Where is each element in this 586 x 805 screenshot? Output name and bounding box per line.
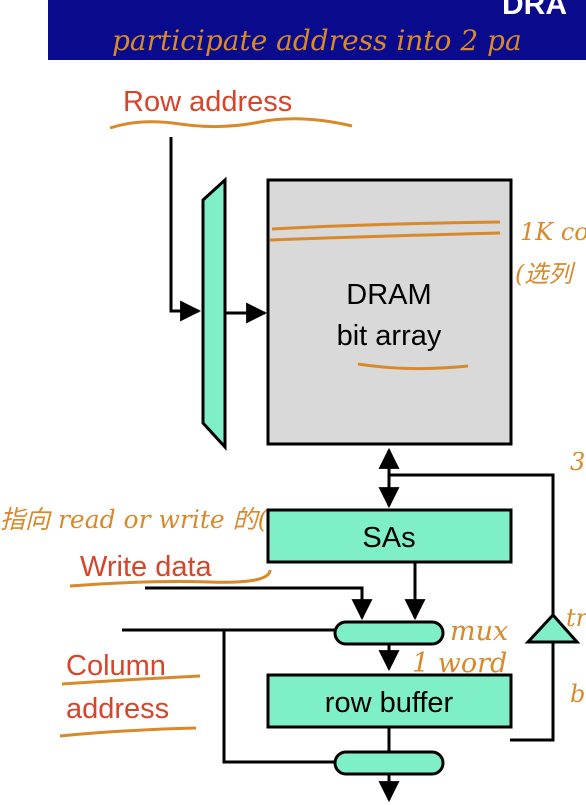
lower-mux bbox=[333, 750, 445, 776]
title-banner bbox=[48, 0, 586, 60]
write-driver-triangle bbox=[524, 612, 581, 644]
row-address-underline bbox=[109, 117, 353, 130]
column-branch-line bbox=[222, 630, 335, 764]
row-highlight-stroke-2 bbox=[269, 231, 501, 242]
handwritten-title: participate address into 2 pa bbox=[112, 24, 522, 57]
dram-bit-array bbox=[266, 178, 513, 446]
row-buffer bbox=[266, 673, 513, 729]
write-data-label: Write data bbox=[80, 551, 213, 583]
column-label-line2: address bbox=[66, 693, 169, 725]
dram-array-subtitle: bit array bbox=[337, 320, 442, 352]
annotation-right-b: b bbox=[570, 680, 585, 708]
dram-array-title: DRAM bbox=[346, 279, 431, 311]
bit-array-underline bbox=[357, 362, 469, 371]
column-underline-2 bbox=[59, 726, 197, 738]
row-highlight-stroke-1 bbox=[271, 220, 501, 231]
annotation-1k-sub: (选列 bbox=[515, 260, 576, 288]
title-fragment: DRA bbox=[502, 0, 567, 21]
sas-label: SAs bbox=[362, 522, 415, 554]
write-data-underline bbox=[69, 569, 272, 588]
column-label-line1: Column bbox=[66, 650, 166, 682]
write-data-line bbox=[145, 586, 373, 621]
annotation-mux: mux bbox=[450, 616, 508, 647]
column-underline-1 bbox=[61, 674, 201, 686]
feedback-path bbox=[389, 473, 555, 742]
row-address-label: Row address bbox=[123, 86, 292, 118]
upper-mux bbox=[333, 620, 445, 646]
annotation-right-mark: 3 bbox=[570, 448, 585, 476]
row-buffer-label: row buffer bbox=[325, 687, 454, 719]
sense-amplifiers bbox=[266, 508, 513, 564]
row-decoder bbox=[201, 176, 227, 451]
annotation-right-tr: tr bbox=[566, 604, 586, 632]
annotation-1k: 1K co bbox=[520, 218, 586, 246]
row-address-line bbox=[169, 137, 202, 322]
